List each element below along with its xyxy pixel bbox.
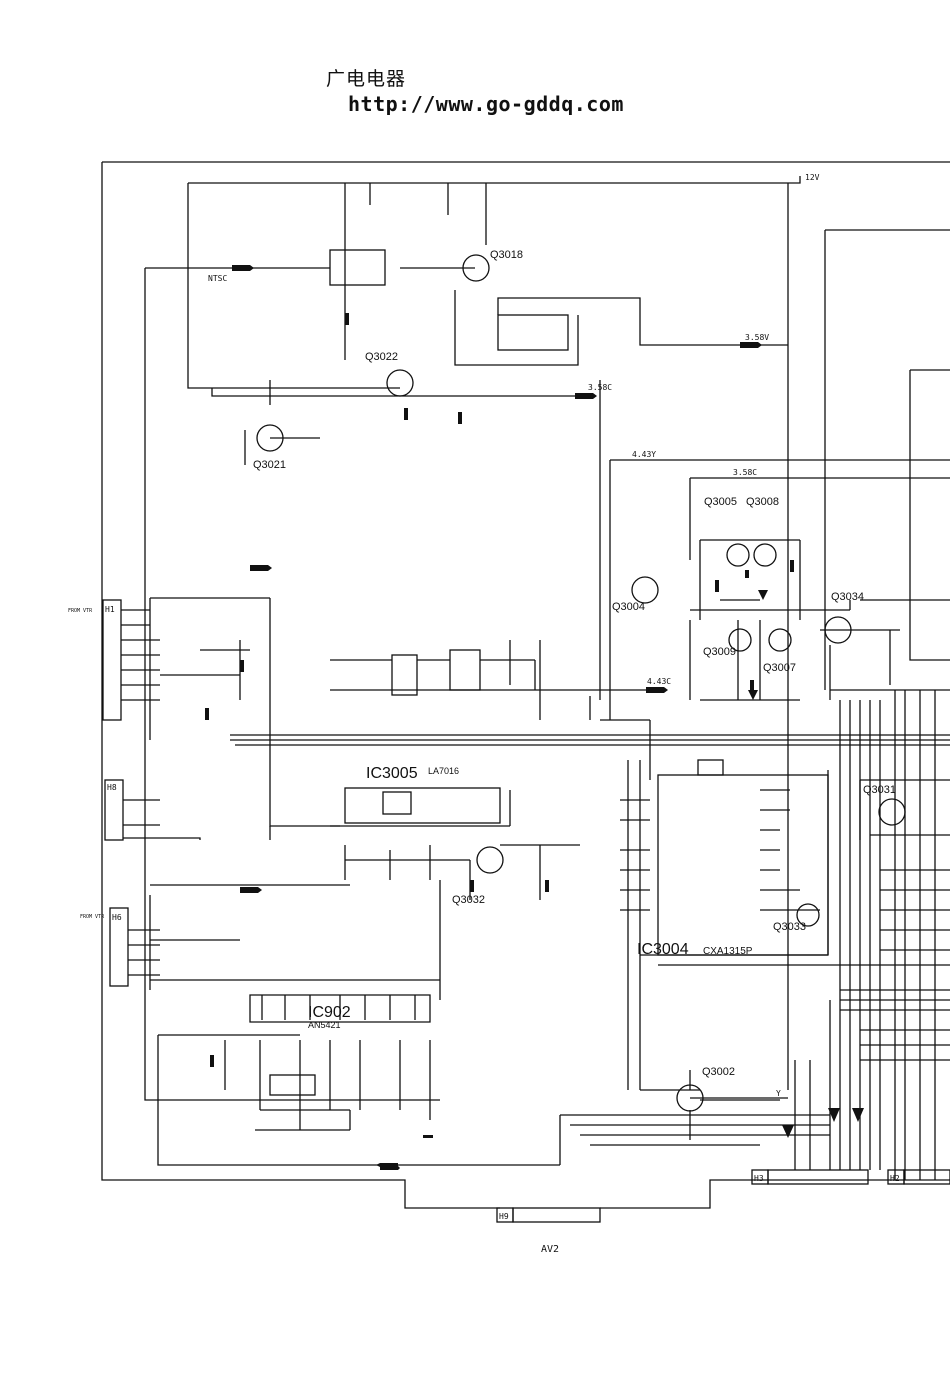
q3022-label: Q3022	[365, 351, 398, 363]
q3021-label: Q3021	[253, 459, 286, 471]
transistor-q3005	[726, 543, 750, 567]
chinese-title: 广电电器	[326, 68, 407, 90]
transistor-q3033	[796, 903, 820, 927]
label-443c: 4.43C	[647, 677, 671, 686]
ic3004-label: IC3004	[637, 941, 689, 958]
ic902-outline	[249, 994, 431, 1023]
connector-h1: H1	[105, 605, 115, 614]
label-358v: 3.58V	[745, 333, 769, 342]
arrow-358v	[740, 342, 762, 348]
connector-h8: H8	[107, 783, 117, 792]
q3005-label: Q3005	[704, 496, 737, 508]
q3002-label: Q3002	[702, 1066, 735, 1078]
label-y: Y	[776, 1089, 781, 1098]
transistor-q3008	[753, 543, 777, 567]
frame-border	[101, 161, 950, 1209]
label-from-vtr-2: FROM VTR	[80, 914, 105, 920]
q3018-label: Q3018	[490, 249, 523, 261]
connector-h6-box	[109, 907, 129, 987]
transistor-q3004	[631, 576, 659, 604]
connector-h6: H6	[112, 913, 122, 922]
label-358c-mid: 3.58C	[733, 468, 757, 477]
arrow-ntsc	[232, 265, 254, 271]
ic3005-part: LA7016	[428, 766, 459, 776]
transistor-q3032	[476, 846, 504, 874]
label-443y: 4.43Y	[632, 450, 656, 459]
q3007-label: Q3007	[763, 662, 796, 674]
q3004-label: Q3004	[612, 601, 645, 613]
arrow-358c-top	[575, 393, 597, 399]
ic3005-label: IC3005	[366, 765, 418, 782]
ic3005-box	[344, 787, 501, 824]
ic3004-part: CXA1315P	[703, 946, 753, 957]
transistor-q3009	[728, 628, 752, 652]
label-ntsc: NTSC	[208, 274, 227, 283]
label-12v: 12V	[805, 173, 820, 182]
q3032-label: Q3032	[452, 894, 485, 906]
q3031-label: Q3031	[863, 784, 896, 796]
q3009-label: Q3009	[703, 646, 736, 658]
arrow-443c	[646, 687, 668, 693]
transistor-q3031	[878, 798, 906, 826]
ic902-part: AN5421	[308, 1020, 341, 1030]
delay-line-top	[329, 249, 386, 286]
transistor-q3002	[676, 1084, 704, 1112]
transistor-q3007	[768, 628, 792, 652]
transistor-q3018	[462, 254, 490, 282]
ic902-label: IC902	[308, 1004, 351, 1021]
connector-h1-box	[102, 599, 122, 721]
connector-h9: H9	[499, 1212, 509, 1221]
website-url: http://www.go-gddq.com	[348, 92, 624, 116]
rail-12v	[187, 176, 801, 389]
label-av2: AV2	[541, 1244, 559, 1255]
q3008-label: Q3008	[746, 496, 779, 508]
transistor-q3034	[824, 616, 852, 644]
q3033-label: Q3033	[773, 921, 806, 933]
connector-h3: H3	[754, 1174, 764, 1183]
connector-h2: H2	[890, 1174, 900, 1183]
q3034-label: Q3034	[831, 591, 864, 603]
label-from-vtr: FROM VTR	[68, 608, 93, 614]
transistor-q3022	[386, 369, 414, 397]
label-358c-top: 3.58C	[588, 383, 612, 392]
connector-h8-box	[104, 779, 124, 841]
transistor-q3021	[256, 424, 284, 452]
